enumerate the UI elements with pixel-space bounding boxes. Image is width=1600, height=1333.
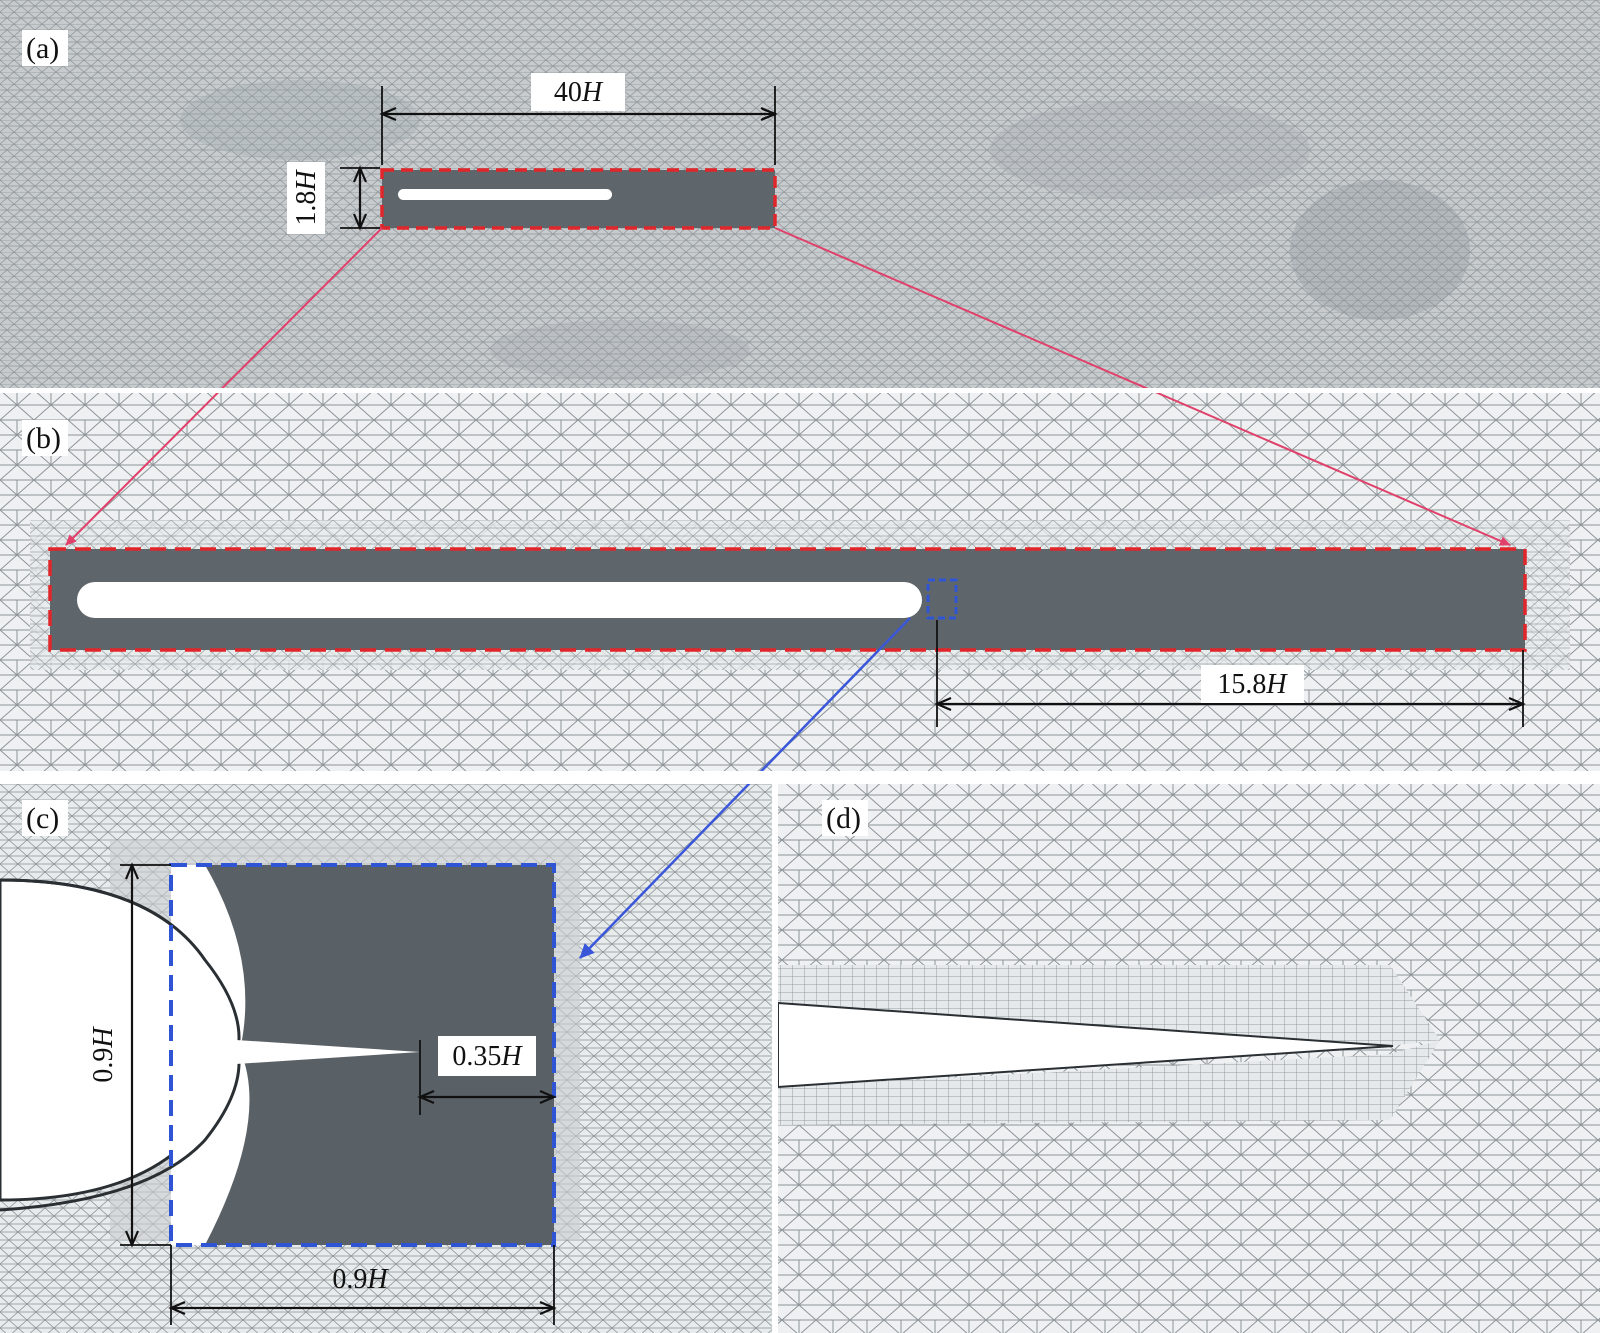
zoom-box-red-b	[48, 547, 1527, 652]
panel-label-c: (c)	[26, 802, 59, 835]
dim-label-1-8H: 1.8H	[291, 169, 322, 226]
panel-a: 40H 1.8H (a)	[0, 0, 1600, 388]
panel-label-b: (b)	[26, 422, 61, 455]
zoom-arrow-left	[65, 227, 383, 546]
body-shape-b	[77, 582, 922, 618]
panel-b: 15.8H (b)	[0, 393, 1600, 771]
dim-label-0-9H-horizontal: 0.9H	[332, 1264, 389, 1295]
zoom-box-blue-b	[926, 578, 958, 620]
boundary-layer-bottom	[778, 1040, 1440, 1125]
panel-c: 0.9H 0.9H 0.35H (c)	[0, 784, 772, 1333]
zoom-arrow-right	[774, 227, 1511, 546]
dim-label-40H: 40H	[554, 77, 604, 108]
tail-wedge-d	[778, 1001, 1394, 1089]
zoom-box-blue-c	[169, 863, 556, 1247]
dim-label-0-9H-vertical: 0.9H	[88, 1026, 119, 1083]
panel-a-mesh	[0, 0, 1600, 388]
panel-label-d: (d)	[826, 802, 861, 835]
panel-label-a: (a)	[26, 32, 59, 65]
zoom-arrow-blue	[579, 617, 911, 959]
dim-label-15-8H: 15.8H	[1217, 669, 1288, 700]
body-shape-a	[398, 189, 612, 200]
tail-spike-c	[236, 1040, 420, 1064]
panel-d: (d)	[778, 784, 1600, 1333]
dim-label-0-35H: 0.35H	[452, 1041, 523, 1072]
zoom-box-red-a	[380, 168, 777, 230]
boundary-layer-top	[778, 965, 1440, 1046]
